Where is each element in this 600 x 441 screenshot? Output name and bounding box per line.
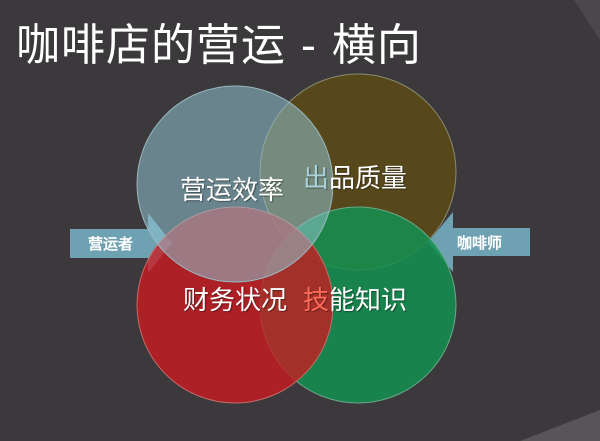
label-skill-knowledge-rest: 能知识 (329, 286, 408, 316)
label-operations-efficiency: 营运效率 (180, 176, 285, 206)
label-product-quality: 出品质量 (303, 158, 407, 195)
label-skill-knowledge-prefix: 技 (303, 286, 330, 316)
circle-blue (136, 85, 334, 283)
arrow-label-barista: 咖啡师 (457, 234, 503, 252)
label-product-quality-rest: 品质量 (329, 164, 408, 194)
label-financial-status: 财务状况 (183, 286, 288, 316)
label-skill-knowledge: 技能知识 (303, 280, 407, 317)
arrow-left-icon (428, 212, 530, 272)
arrow-label-operator: 营运者 (88, 235, 134, 253)
label-product-quality-prefix: 出 (303, 164, 330, 194)
arrow-right-icon (70, 213, 172, 273)
slide-title: 咖啡店的营运 - 横向 (16, 20, 422, 71)
